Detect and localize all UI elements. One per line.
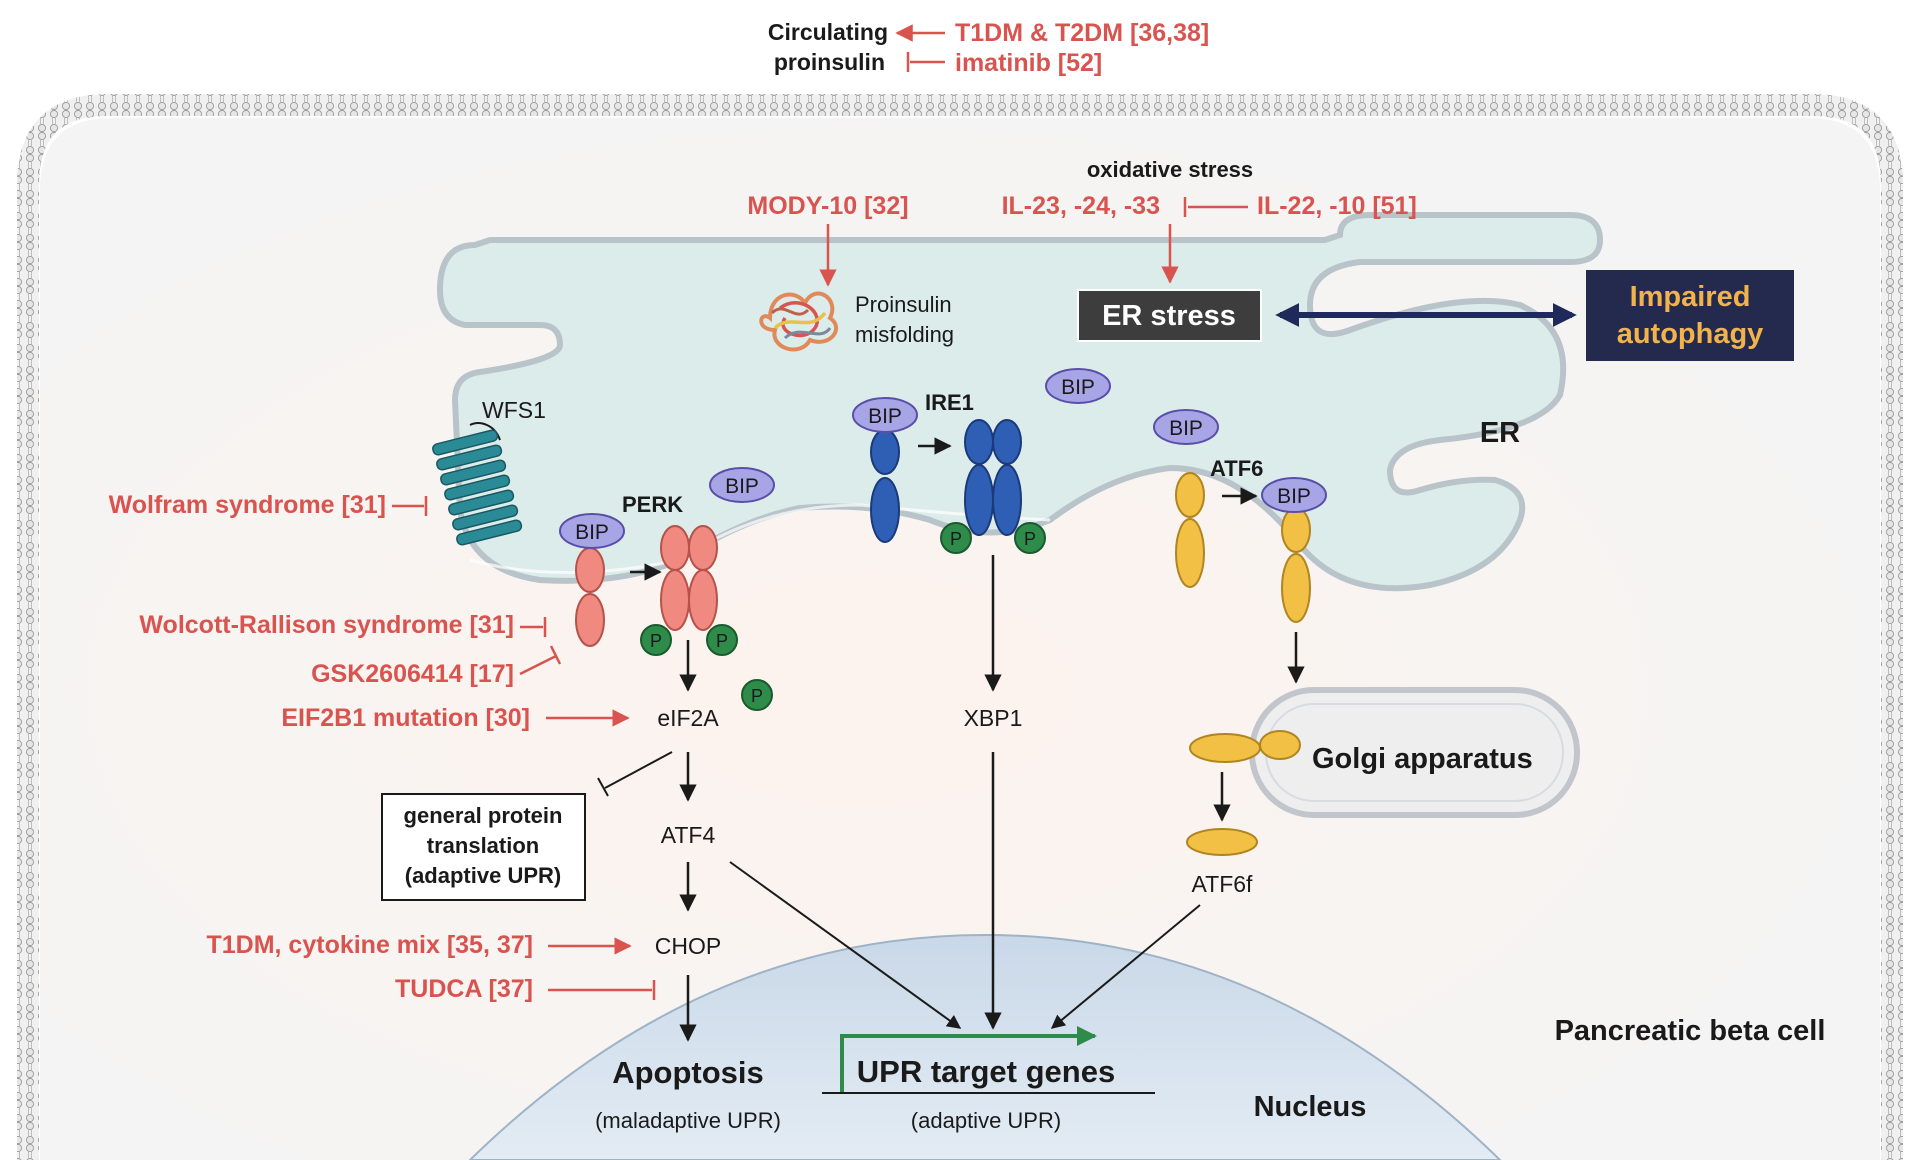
- atf6f-label: ATF6f: [1192, 871, 1254, 897]
- xbp1-label: XBP1: [964, 705, 1023, 731]
- apoptosis-label: Apoptosis: [612, 1055, 764, 1090]
- perk-label: PERK: [622, 492, 683, 517]
- svg-text:BIP: BIP: [1061, 376, 1095, 399]
- svg-text:P: P: [1024, 529, 1036, 549]
- chop-label: CHOP: [655, 933, 721, 959]
- gsk-label: GSK2606414 [17]: [311, 660, 514, 688]
- ire1-label: IRE1: [925, 390, 974, 415]
- atf4-to-targets-arrow: [729, 861, 962, 1029]
- atf6-active-icon: [1281, 507, 1311, 623]
- gpt-label-2: translation: [427, 833, 539, 858]
- eif2a-label: eIF2A: [657, 705, 719, 731]
- proinsulin-label: proinsulin: [774, 49, 885, 75]
- gsk-inhibit-bar: [549, 645, 562, 665]
- free-bip-3: BIP: [1153, 409, 1219, 445]
- golgi-label: Golgi apparatus: [1312, 743, 1533, 775]
- nucleus-label: Nucleus: [1254, 1091, 1367, 1123]
- atf6-inactive-icon: [1175, 472, 1205, 588]
- free-bip-1: BIP: [709, 467, 775, 503]
- promoter-arrow: [840, 1026, 1097, 1092]
- circulating-label: Circulating: [768, 19, 888, 45]
- ire1-phospho-right: P: [1014, 522, 1046, 554]
- gsk-inhibit: [519, 654, 557, 676]
- wfs1-label: WFS1: [482, 397, 546, 423]
- svg-text:BIP: BIP: [725, 475, 759, 498]
- svg-text:P: P: [716, 631, 728, 651]
- t1dm-t2dm-label: T1DM & T2DM [36,38]: [955, 19, 1209, 47]
- beta-cell-label: Pancreatic beta cell: [1555, 1015, 1826, 1047]
- eif2a-phospho: P: [741, 679, 773, 711]
- er-label: ER: [1480, 417, 1520, 449]
- perk-monomer-icon: [575, 547, 605, 647]
- nucleus: [468, 933, 1502, 1160]
- free-bip-2: BIP: [1045, 368, 1111, 404]
- svg-text:BIP: BIP: [868, 405, 902, 428]
- svg-text:P: P: [751, 686, 763, 706]
- er-membrane-inner: [469, 503, 1051, 574]
- eif2a-inhibit-translation-bar: [597, 777, 609, 797]
- eif2a-inhibit-translation: [604, 751, 673, 789]
- misfolded-proinsulin-icon: [759, 291, 838, 352]
- t1dm-cytokine-label: T1DM, cytokine mix [35, 37]: [206, 931, 533, 959]
- tudca-label: TUDCA [37]: [395, 975, 533, 1003]
- proinsulin-misfolding-label-1: Proinsulin: [855, 292, 952, 317]
- impaired-autophagy-label-1: Impaired: [1630, 281, 1751, 313]
- bip-ire1: BIP: [852, 397, 918, 433]
- svg-text:BIP: BIP: [575, 521, 609, 544]
- perk-dimer-icon: [660, 525, 718, 631]
- imatinib-label: imatinib [52]: [955, 49, 1102, 77]
- gpt-label-3: (adaptive UPR): [405, 863, 561, 888]
- proinsulin-misfolding-label-2: misfolding: [855, 322, 954, 347]
- atf6f-icon: [1186, 828, 1258, 856]
- svg-text:P: P: [650, 631, 662, 651]
- svg-text:BIP: BIP: [1277, 485, 1311, 508]
- cell-membrane: [17, 94, 1903, 1160]
- perk-phospho-right: P: [706, 624, 738, 656]
- er-stress-box: [1077, 289, 1262, 342]
- wolcott-label: Wolcott-Rallison syndrome [31]: [139, 611, 514, 639]
- adaptive-upr-label: (adaptive UPR): [911, 1108, 1061, 1133]
- atf4-label: ATF4: [661, 822, 716, 848]
- wolfram-label: Wolfram syndrome [31]: [109, 491, 386, 519]
- impaired-autophagy-box: [1586, 270, 1794, 361]
- impaired-autophagy-label-2: autophagy: [1617, 318, 1764, 350]
- general-protein-translation-box: [381, 793, 586, 901]
- atf6-label: ATF6: [1210, 456, 1263, 481]
- maladaptive-label: (maladaptive UPR): [595, 1108, 781, 1133]
- oxidative-stress-label: oxidative stress: [1087, 157, 1253, 182]
- upr-target-genes-label: UPR target genes: [857, 1054, 1115, 1089]
- il22-label: IL-22, -10 [51]: [1257, 192, 1417, 220]
- svg-text:P: P: [950, 529, 962, 549]
- svg-text:BIP: BIP: [1169, 417, 1203, 440]
- il23-label: IL-23, -24, -33: [1002, 192, 1160, 220]
- atf6-golgi-icon: [1189, 730, 1301, 763]
- mody10-label: MODY-10 [32]: [747, 192, 908, 220]
- ire1-dimer-icon: [964, 419, 1022, 536]
- perk-phospho-left: P: [640, 624, 672, 656]
- ire1-monomer-icon: [870, 429, 900, 543]
- eif2b1-label: EIF2B1 mutation [30]: [281, 704, 530, 732]
- bip-perk: BIP: [559, 513, 625, 549]
- er-stress-label: ER stress: [1102, 300, 1236, 332]
- bip-atf6: BIP: [1261, 477, 1327, 513]
- gpt-label-1: general protein: [404, 803, 563, 828]
- atf6f-to-targets-arrow: [1050, 904, 1201, 1029]
- wfs1-protein-icon: [432, 422, 523, 546]
- ire1-phospho-left: P: [940, 522, 972, 554]
